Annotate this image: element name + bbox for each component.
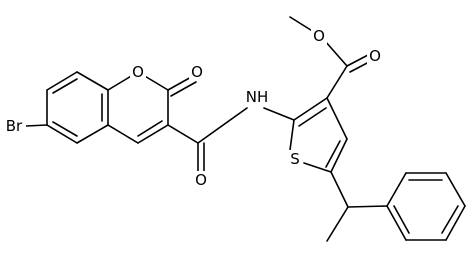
amide-oxygen-atom: O xyxy=(195,171,207,189)
pyranone-ring xyxy=(107,71,169,144)
phenylethyl-group xyxy=(326,171,388,242)
amide-group xyxy=(167,107,248,173)
lactone-carbonyl xyxy=(167,75,197,97)
methyl-ester xyxy=(289,16,372,99)
ester-carbonyl-oxygen-atom: O xyxy=(369,47,381,65)
amide-nh-atom: NH xyxy=(246,88,269,106)
bromine-atom: Br xyxy=(6,117,23,135)
coumarin-benzene-ring xyxy=(46,71,109,144)
c-br-bond xyxy=(25,124,48,127)
thiophene-ring xyxy=(263,97,348,173)
ring-oxygen-atom: O xyxy=(132,63,144,81)
atom-labels: Br O O O NH S O O xyxy=(2,27,383,189)
sulfur-atom: S xyxy=(290,150,300,168)
phenyl-ring xyxy=(386,172,466,241)
ester-ether-oxygen-atom: O xyxy=(313,27,325,45)
lactone-oxygen-atom: O xyxy=(191,63,203,81)
